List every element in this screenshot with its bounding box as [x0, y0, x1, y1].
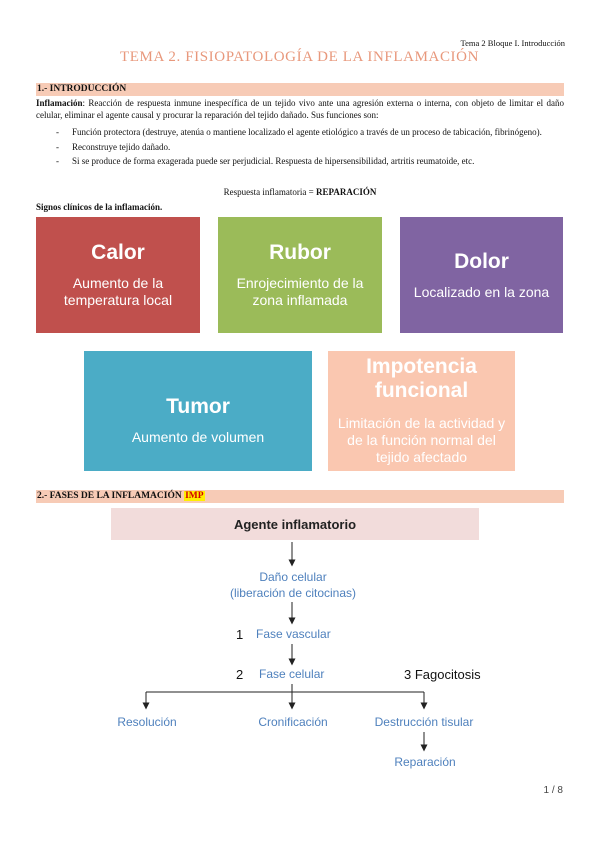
sign-desc: Aumento de la temperatura local	[63, 275, 173, 308]
sign-title: Calor	[91, 241, 145, 264]
definition-paragraph: Inflamación: Reacción de respuesta inmun…	[36, 98, 564, 121]
outcome-destruccion: Destrucción tisular	[375, 715, 474, 729]
phase1-number: 1	[236, 627, 243, 642]
agent-label: Agente inflamatorio	[234, 517, 356, 532]
section-heading-introduccion: 1.- INTRODUCCIÓN	[36, 83, 564, 96]
sign-card-rubor: Rubor Enrojecimiento de la zona inflamad…	[218, 217, 382, 333]
sign-desc: Aumento de volumen	[131, 428, 265, 445]
outcome-cronificacion: Cronificación	[258, 715, 327, 729]
sign-desc: Enrojecimiento de la zona inflamada	[236, 275, 364, 308]
page-number: 1 / 8	[543, 785, 563, 796]
sign-card-calor: Calor Aumento de la temperatura local	[36, 217, 200, 333]
agent-box	[111, 508, 479, 540]
summary-line: Respuesta inflamatoria = REPARACIÓN	[223, 187, 377, 197]
section-heading-fases: 2.- FASES DE LA INFLAMACIÓN IMP	[36, 490, 564, 503]
phase2-label: Fase celular	[259, 667, 324, 681]
definition-term: Inflamación	[36, 98, 83, 108]
sign-card-dolor: Dolor Localizado en la zona	[400, 217, 563, 333]
sign-card-impotencia-funcional: Impotencia funcional Limitación de la ac…	[328, 351, 515, 471]
sign-title: Tumor	[166, 394, 230, 418]
damage-label-line2: (liberación de citocinas)	[230, 586, 356, 600]
sign-desc: Limitación de la actividad y de la funci…	[337, 415, 506, 465]
sign-title: Rubor	[269, 241, 331, 264]
signs-heading: Signos clínicos de la inflamación.	[36, 202, 163, 212]
definition-text: : Reacción de respuesta inmune inespecíf…	[36, 98, 564, 120]
list-item: -Reconstruye tejido dañado.	[56, 141, 171, 152]
sign-desc: Localizado en la zona	[413, 283, 550, 300]
list-item: -Si se produce de forma exagerada puede …	[56, 156, 475, 166]
phase2-number: 2	[236, 667, 243, 682]
damage-label-line1: Daño celular	[259, 570, 326, 584]
sign-title: Dolor	[454, 249, 509, 273]
sign-title: Impotencia funcional	[366, 355, 477, 402]
outcome-resolucion: Resolución	[117, 715, 176, 729]
final-reparacion: Reparación	[394, 755, 455, 769]
running-header: Tema 2 Bloque I. Introducción	[460, 38, 565, 48]
phase3-label: 3 Fagocitosis	[404, 667, 481, 682]
page-title: TEMA 2. FISIOPATOLOGÍA DE LA INFLAMACIÓN	[119, 49, 480, 65]
imp-badge: IMP	[184, 491, 205, 501]
list-item: -Función protectora (destruye, atenúa o …	[56, 127, 542, 137]
functions-list: -Función protectora (destruye, atenúa o …	[36, 127, 564, 171]
phase1-label: Fase vascular	[256, 627, 331, 641]
sign-card-tumor: Tumor Aumento de volumen	[84, 351, 312, 471]
